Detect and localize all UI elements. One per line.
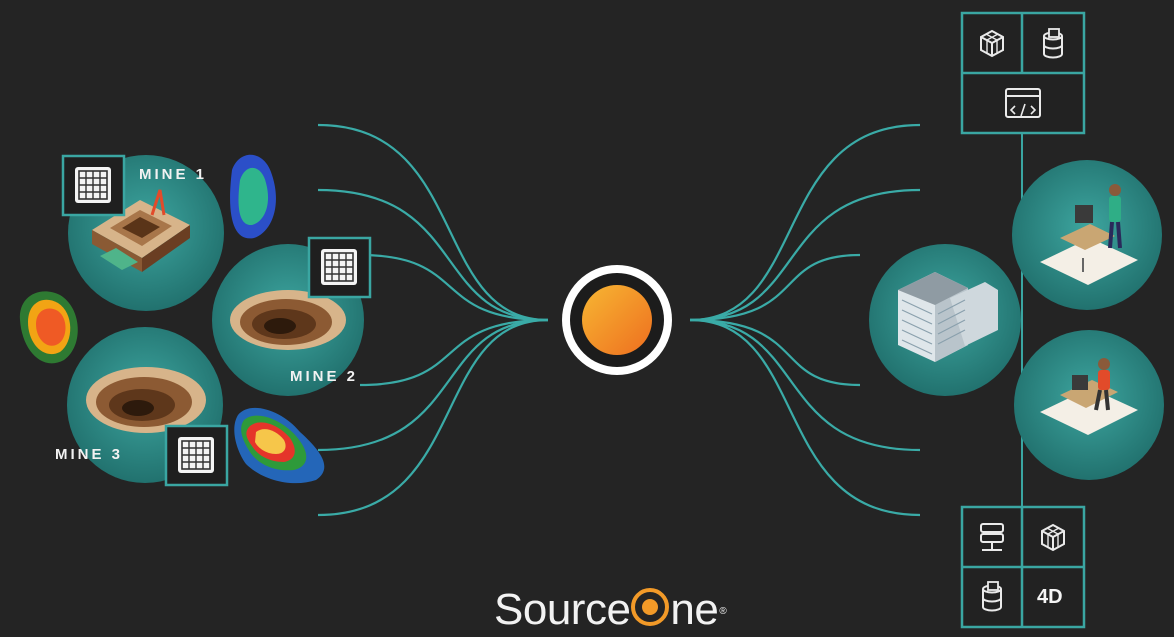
office-worker-node: [1012, 160, 1162, 310]
code-window-icon: [1005, 88, 1041, 118]
desk-worker-illustration: [1040, 184, 1138, 285]
building-illustration: [898, 272, 998, 362]
mine-2-table-icon: [307, 236, 372, 299]
mine-3-label: MINE 3: [55, 446, 124, 463]
output-4d-label: 4D: [1037, 586, 1063, 608]
building-node: [869, 244, 1021, 396]
heatmap-blob-left: [19, 291, 78, 364]
seated-worker-illustration: [1040, 358, 1138, 435]
sourceone-logo: Source ne®: [494, 585, 727, 634]
brand-suffix: ne: [670, 585, 719, 634]
mine-3-table-icon: [164, 424, 229, 487]
open-pit-block-illustration: [92, 189, 190, 272]
source-hub: [562, 265, 672, 375]
heatmap-blob-top: [230, 154, 276, 239]
registered-mark: ®: [719, 606, 727, 617]
server-stack-icon: [980, 523, 1004, 551]
connection-lines: [317, 123, 921, 517]
heatmap-blob-bottom: [234, 407, 325, 484]
mine-2-label: MINE 2: [290, 368, 359, 385]
brand-o-mark-icon: [631, 588, 670, 626]
brand-prefix: Source: [494, 585, 631, 634]
output-top-box: [960, 11, 1086, 135]
output-bottom-box: [960, 505, 1086, 629]
mine-1-table-icon: [61, 154, 126, 217]
desk-worker-node: [1014, 330, 1164, 480]
mine-1-label: MINE 1: [139, 166, 208, 183]
